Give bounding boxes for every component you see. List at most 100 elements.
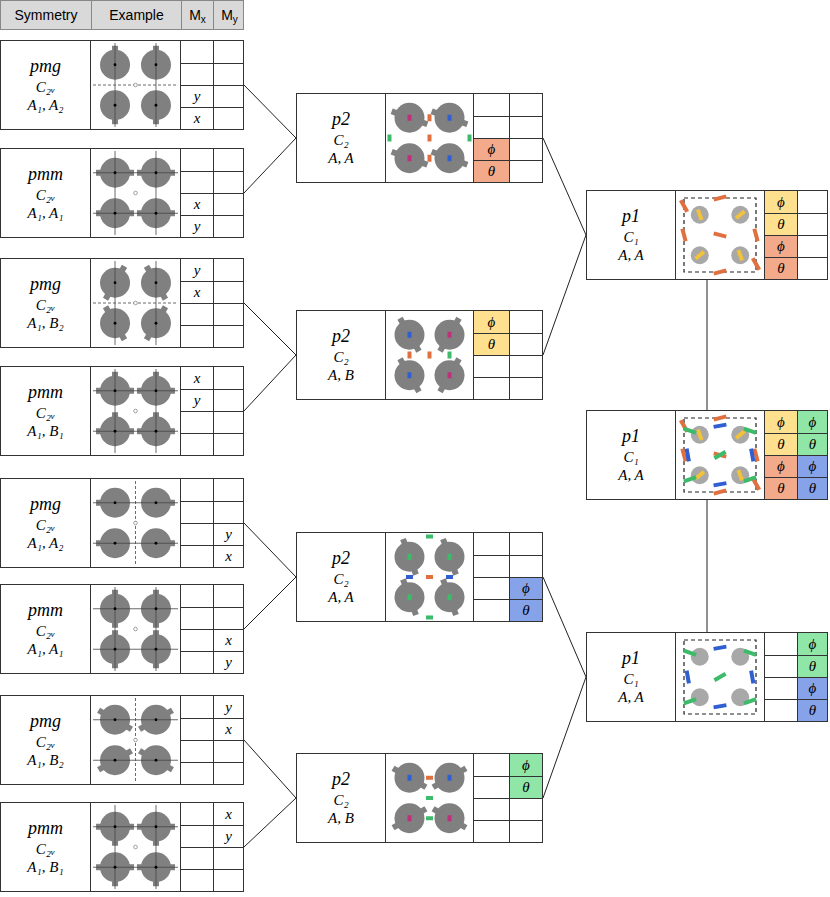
- mode-bar: [683, 475, 697, 483]
- mode-bar: [448, 155, 452, 161]
- column-header-part: M: [189, 7, 201, 23]
- table-cell: [509, 798, 542, 820]
- table-entry: θ: [777, 481, 784, 496]
- table-cell: [509, 160, 542, 182]
- connector-line: [244, 523, 296, 577]
- table-entry: ϕ: [488, 315, 496, 330]
- center-dot: [155, 542, 158, 545]
- symmetry-cell: p2C₂A, B: [297, 311, 386, 399]
- table-cell: [181, 545, 213, 567]
- table-cell: y: [213, 523, 243, 545]
- table-entry: x: [225, 722, 232, 737]
- mode-bar: [683, 649, 697, 657]
- disc: [394, 542, 424, 572]
- center-dot: [114, 718, 117, 721]
- irrep-pair: A, A: [618, 466, 644, 485]
- disc: [691, 688, 709, 706]
- point-group: C₂: [333, 348, 348, 367]
- mode-bar: [448, 352, 452, 359]
- disc: [691, 466, 709, 484]
- center-dot: [155, 648, 158, 651]
- point-group: C₂ᵥ: [36, 404, 55, 423]
- mode-bar: [743, 475, 757, 483]
- symmetry-box: pmgC₂ᵥA₁, A₂yx: [0, 40, 244, 130]
- symmetry-cell: p1C₁A, A: [587, 191, 676, 279]
- mode-bar: [685, 448, 691, 461]
- disc: [394, 582, 424, 612]
- center-dot: [155, 866, 158, 869]
- point-group: C₂ᵥ: [36, 622, 55, 641]
- mode-bar: [407, 594, 411, 600]
- mode-bar: [735, 430, 746, 440]
- table-cell: θ: [797, 433, 827, 455]
- table-cell: [474, 599, 509, 621]
- table-cell: [213, 762, 243, 784]
- table-entry: θ: [809, 481, 816, 496]
- irrep-pair: A₁, B₁: [27, 422, 63, 441]
- group-name: p2: [332, 547, 350, 570]
- table-entry: ϕ: [809, 637, 817, 652]
- example-illustration: [91, 149, 181, 237]
- table-entry: ϕ: [809, 415, 817, 430]
- disc: [691, 246, 709, 264]
- table-cell: [474, 754, 509, 776]
- irrep-pair: A₁, A₁: [28, 640, 64, 659]
- table-cell: [181, 303, 213, 325]
- symmetry-cell: pmmC₂ᵥA₁, A₁: [1, 585, 91, 673]
- disc: [435, 320, 465, 350]
- table-cell: [181, 171, 213, 193]
- table-cell: θ: [797, 699, 827, 721]
- table-entry: x: [225, 807, 232, 822]
- mirror-line: [155, 805, 156, 889]
- irrep-pair: A₁, B₂: [27, 751, 63, 770]
- mode-bar: [428, 352, 432, 359]
- table-cell: [181, 411, 213, 433]
- table-cell: ϕ: [797, 677, 827, 699]
- mode-bar: [407, 775, 411, 781]
- group-name: p1: [622, 425, 640, 448]
- column-header-part: M: [221, 7, 233, 23]
- example-illustration: [386, 311, 474, 399]
- disc: [691, 648, 709, 666]
- table-cell: θ: [797, 655, 827, 677]
- mode-bar: [407, 815, 411, 821]
- table-cell: [765, 655, 797, 677]
- table-entry: y: [225, 829, 232, 844]
- table-entry: ϕ: [809, 681, 817, 696]
- unit-cell: [684, 198, 756, 272]
- table-entry: y: [225, 655, 232, 670]
- mode-bar: [680, 228, 687, 242]
- table-cell: ϕ: [509, 577, 542, 599]
- rotation-point: [134, 191, 138, 195]
- table-entry: θ: [488, 337, 495, 352]
- irrep-pair: A₁, A₂: [28, 96, 64, 115]
- group-name: p2: [332, 325, 350, 348]
- disc: [691, 206, 709, 224]
- symmetry-box: p2C₂A, Aϕθ: [296, 532, 543, 622]
- center-dot: [155, 825, 158, 828]
- table-cell: [213, 501, 243, 523]
- symmetry-cell: pmgC₂ᵥA₁, A₂: [1, 41, 91, 129]
- table-cell: [213, 411, 243, 433]
- irrep-pair: A, A: [618, 688, 644, 707]
- table-cell: x: [213, 718, 243, 740]
- table-cell: y: [213, 651, 243, 673]
- header-cell: My: [213, 1, 245, 29]
- table-cell: θ: [474, 160, 509, 182]
- mode-bar: [736, 249, 744, 261]
- table-cell: [765, 633, 797, 655]
- disc: [394, 143, 424, 173]
- table-entry: y: [194, 219, 201, 234]
- unit-cell: [684, 418, 756, 492]
- table-entry: ϕ: [522, 581, 530, 596]
- table-cell: [213, 585, 243, 607]
- center-dot: [114, 542, 117, 545]
- mode-bar: [407, 115, 411, 121]
- mode-bar: [685, 670, 691, 683]
- mode-bar: [448, 815, 452, 821]
- symmetry-box: pmmC₂ᵥA₁, B₁xy: [0, 802, 244, 892]
- mode-bar: [713, 450, 726, 460]
- table-cell: θ: [509, 776, 542, 798]
